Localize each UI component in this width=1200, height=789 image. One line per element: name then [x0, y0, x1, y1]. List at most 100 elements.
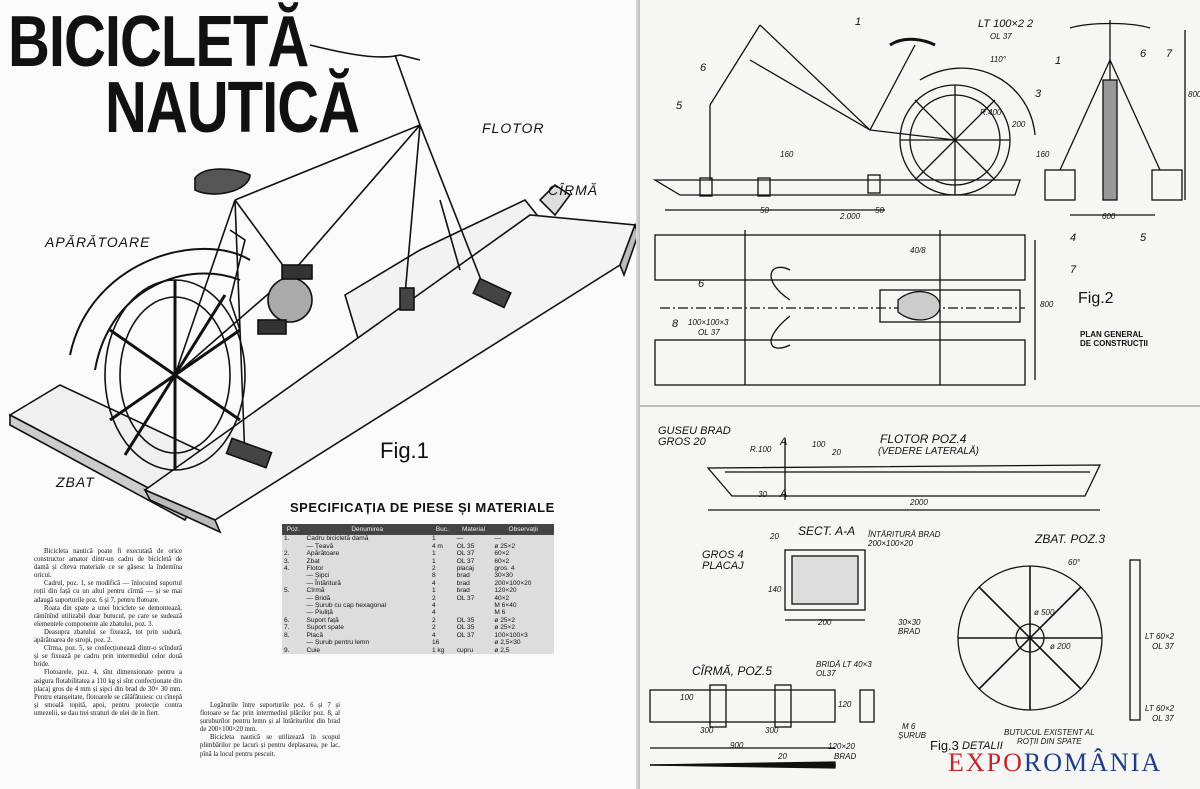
spec-cell: OL 37 [456, 594, 475, 602]
zbat-dim-lt1: LT 60×2 [1145, 632, 1174, 641]
text-column-1: Bicicleta nautică poate fi executată de … [34, 548, 182, 718]
spec-cell [455, 639, 493, 646]
spec-cell: 2 [431, 594, 436, 602]
flotor-dim-r: R.100 [750, 445, 772, 454]
spec-cell: OL 37 [456, 631, 475, 639]
flotor-dim-100: 100 [812, 440, 826, 449]
spec-cell: 2 [431, 616, 436, 624]
fig3-label: Fig.3 [930, 738, 959, 753]
spec-cell: 4 [431, 631, 436, 639]
cirma-brida: BRIDĂ LT 40×3 OL37 [816, 660, 872, 678]
section-dim-140: 140 [768, 585, 782, 594]
part-number-5: 5 [676, 100, 683, 112]
spec-cell: 8 [431, 572, 436, 580]
part-number-6: 6 [700, 62, 707, 74]
flotor-title: FLOTOR POZ.4 [880, 432, 967, 446]
spec-cell: — Piuliță [306, 609, 333, 617]
spec-cell [282, 639, 305, 646]
spec-cell [282, 543, 305, 550]
fig2-dim-800b: 800 [1040, 300, 1054, 309]
section-dim-200: 200 [818, 618, 832, 627]
spec-cell: gros. 4 [494, 565, 515, 573]
bicycle-illustration [8, 44, 639, 534]
spec-cell: OL 35 [456, 616, 475, 624]
flotor-subtitle: (VEDERE LATERALĂ) [878, 446, 979, 457]
spec-cell: Cîrmă [306, 587, 325, 595]
spec-cell: 1 [431, 557, 436, 565]
fig2-drawing [652, 20, 1186, 386]
spec-cell: 40×2 [494, 594, 510, 602]
flotor-drawing [640, 405, 1200, 769]
spec-cell: 4. [284, 565, 290, 573]
spec-cell: ø 2,5 [494, 646, 510, 654]
zbat-dim-ol2: OL 37 [1152, 714, 1174, 723]
fig2-dim-lt: LT 100×2 2 [978, 18, 1034, 30]
spec-cell: 100×100×3 [494, 631, 528, 639]
spec-cell: ø 2,5×30 [494, 639, 521, 647]
spec-cell: — Bridă [306, 594, 331, 602]
cirma-dim-brad: BRAD [834, 752, 857, 761]
spec-cell: ø 25×2 [494, 616, 516, 624]
spec-cell: — [456, 535, 464, 543]
zbat-dim-500: ø 500 [1034, 608, 1055, 617]
part-number-6-plan: 6 [698, 278, 705, 290]
flotor-dim-2000: 2000 [910, 498, 928, 507]
section-dim-20: 20 [770, 532, 779, 541]
label-zbat: ZBAT [56, 474, 95, 490]
spec-cell [282, 595, 305, 602]
cirma-dim-20: 20 [778, 752, 787, 761]
part-number-7-front: 7 [1166, 48, 1173, 60]
fig2-dim-800: 800 [1188, 90, 1200, 99]
fig3-detalii: DETALII [962, 740, 1003, 752]
fig2-dim-placa-ol: OL 37 [698, 328, 720, 337]
spec-cell: 6. [284, 616, 290, 624]
spec-cell: 5. [284, 587, 290, 595]
part-number-8: 8 [672, 318, 679, 330]
zbat-butuc: BUTUCUL EXISTENT AL ROȚII DIN SPATE [1004, 728, 1095, 746]
spec-cell [282, 609, 305, 616]
label-flotor: FLOTOR [482, 120, 545, 136]
part-number-6-front: 6 [1140, 48, 1147, 60]
section-intaritura: ÎNTĂRITURĂ BRAD 200×100×20 [868, 530, 941, 548]
paragraph: Legăturile între suporturile poz. 6 și 7… [200, 702, 340, 734]
spec-cell: 4 m [431, 542, 443, 550]
title-line1: BICICLETĂ [8, 1, 309, 83]
spec-title: SPECIFICAȚIA DE PIESE ȘI MATERIALE [290, 500, 555, 515]
spec-cell: 2 [431, 624, 436, 632]
paragraph: Bicicleta nautică se utilizează în scopu… [200, 734, 340, 758]
title-line2: NAUTICĂ [105, 67, 360, 149]
spec-cell: 2. [284, 550, 290, 558]
cirma-title: CÎRMĂ, POZ.5 [692, 664, 773, 678]
spec-cell: M 6×40 [494, 602, 517, 610]
spec-cell: 4 [431, 609, 436, 617]
label-aparatoare: APĂRĂTOARE [45, 234, 151, 250]
spec-header-cell: Denumirea [304, 524, 430, 536]
spec-cell: 1. [284, 535, 290, 543]
watermark-logo: EXPOROMÂNIA [948, 748, 1163, 777]
flotor-guseu: GUSEU BRAD GROS 20 [658, 425, 731, 448]
spec-cell: brad [456, 587, 470, 595]
part-number-4: 4 [1070, 232, 1077, 244]
zbat-dim-ol1: OL 37 [1152, 642, 1174, 651]
cirma-dim-m6: M 6 [902, 722, 916, 731]
spec-cell: — Șipci [306, 572, 330, 580]
label-cirma: CÎRMĂ [548, 182, 599, 198]
zbat-dim-200: ø 200 [1050, 642, 1071, 651]
spec-cell: — [494, 535, 501, 543]
spec-cell: OL 37 [456, 557, 475, 565]
spec-cell: 60×2 [494, 557, 510, 565]
section-sipca: 30×30 BRAD [898, 618, 921, 636]
spec-header-cell: Observații [492, 524, 554, 536]
spec-header-cell: Buc. [429, 524, 455, 536]
spec-cell: 16 [431, 639, 440, 647]
drawings-page: LT 100×2 2 OL 37 110° R.400 2.000 50 50 … [640, 0, 1200, 789]
fig2-dim-50b: 50 [875, 206, 884, 215]
